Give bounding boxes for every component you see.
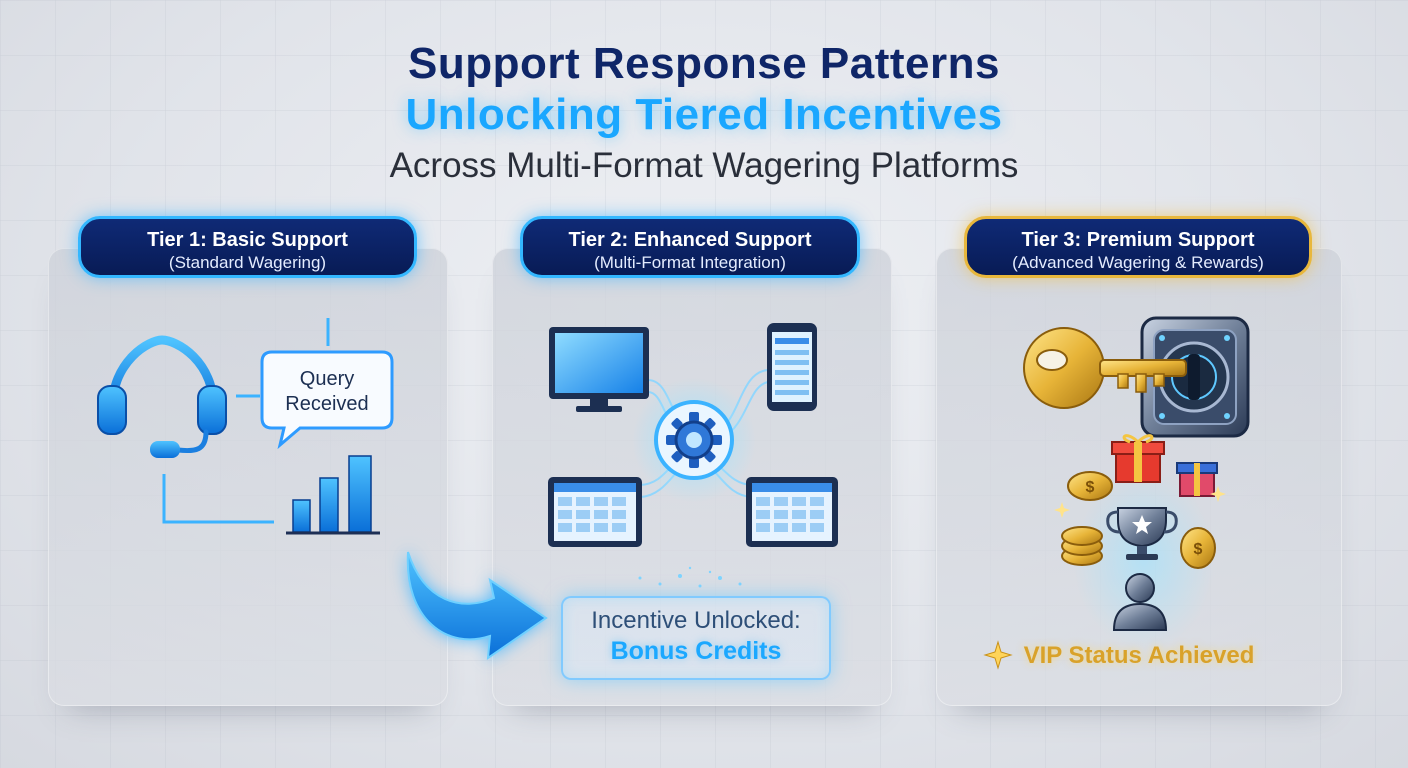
svg-text:$: $	[1194, 541, 1203, 558]
tier-1-subtitle: (Standard Wagering)	[168, 253, 327, 272]
desktop-monitor-icon	[549, 327, 649, 412]
connector-lines	[162, 318, 330, 524]
header: Support Response Patterns Unlocking Tier…	[0, 38, 1408, 192]
bubble-line-2: Received	[285, 393, 368, 415]
tier-3-title: Tier 3: Premium Support	[1021, 229, 1255, 251]
tier-1-badge: Tier 1: Basic Support (Standard Wagering…	[78, 216, 417, 278]
incentive-unlocked-box: Incentive Unlocked: Bonus Credits	[561, 596, 831, 680]
coin-stack-icon	[1061, 526, 1103, 566]
gift-icon-2	[1176, 462, 1218, 497]
tablet-icon-right	[746, 477, 838, 547]
tier-2-badge: Tier 2: Enhanced Support (Multi-Format I…	[520, 216, 860, 278]
tier-2-title: Tier 2: Enhanced Support	[568, 229, 812, 251]
smartphone-icon	[767, 323, 817, 411]
tablet-icon-left	[548, 477, 642, 547]
vip-status-label: VIP Status Achieved	[1023, 642, 1255, 669]
tier-1-panel	[48, 248, 448, 706]
incentive-value: Bonus Credits	[610, 637, 782, 665]
tier-3-subtitle: (Advanced Wagering & Rewards)	[1012, 253, 1264, 272]
gift-icon-1	[1111, 434, 1165, 483]
coin-icon-2: $	[1180, 527, 1216, 569]
tier-2-subtitle: (Multi-Format Integration)	[594, 253, 786, 272]
headset-icon	[97, 335, 227, 458]
chat-bubble-icon: Query Received	[260, 350, 394, 450]
title-line-3: Across Multi-Format Wagering Platforms	[389, 146, 1019, 185]
vip-status: VIP Status Achieved	[984, 636, 1294, 676]
svg-text:$: $	[1086, 479, 1095, 496]
coin-icon-1: $	[1067, 471, 1113, 501]
user-icon	[1112, 573, 1168, 631]
key-icon	[1023, 327, 1187, 409]
gear-icon	[654, 400, 734, 480]
tier-3-badge: Tier 3: Premium Support (Advanced Wageri…	[964, 216, 1312, 278]
bubble-line-1: Query	[300, 368, 354, 390]
sparkle-particles	[638, 566, 742, 588]
trophy-icon	[1106, 507, 1178, 560]
flow-arrow-icon	[406, 551, 548, 661]
sparkle-icon	[983, 486, 1226, 670]
tier-1-title: Tier 1: Basic Support	[147, 229, 348, 251]
bar-chart-icon	[286, 455, 380, 535]
incentive-label: Incentive Unlocked:	[591, 607, 801, 634]
title-line-1: Support Response Patterns	[408, 39, 1000, 88]
title-line-2: Unlocking Tiered Incentives	[405, 90, 1003, 139]
